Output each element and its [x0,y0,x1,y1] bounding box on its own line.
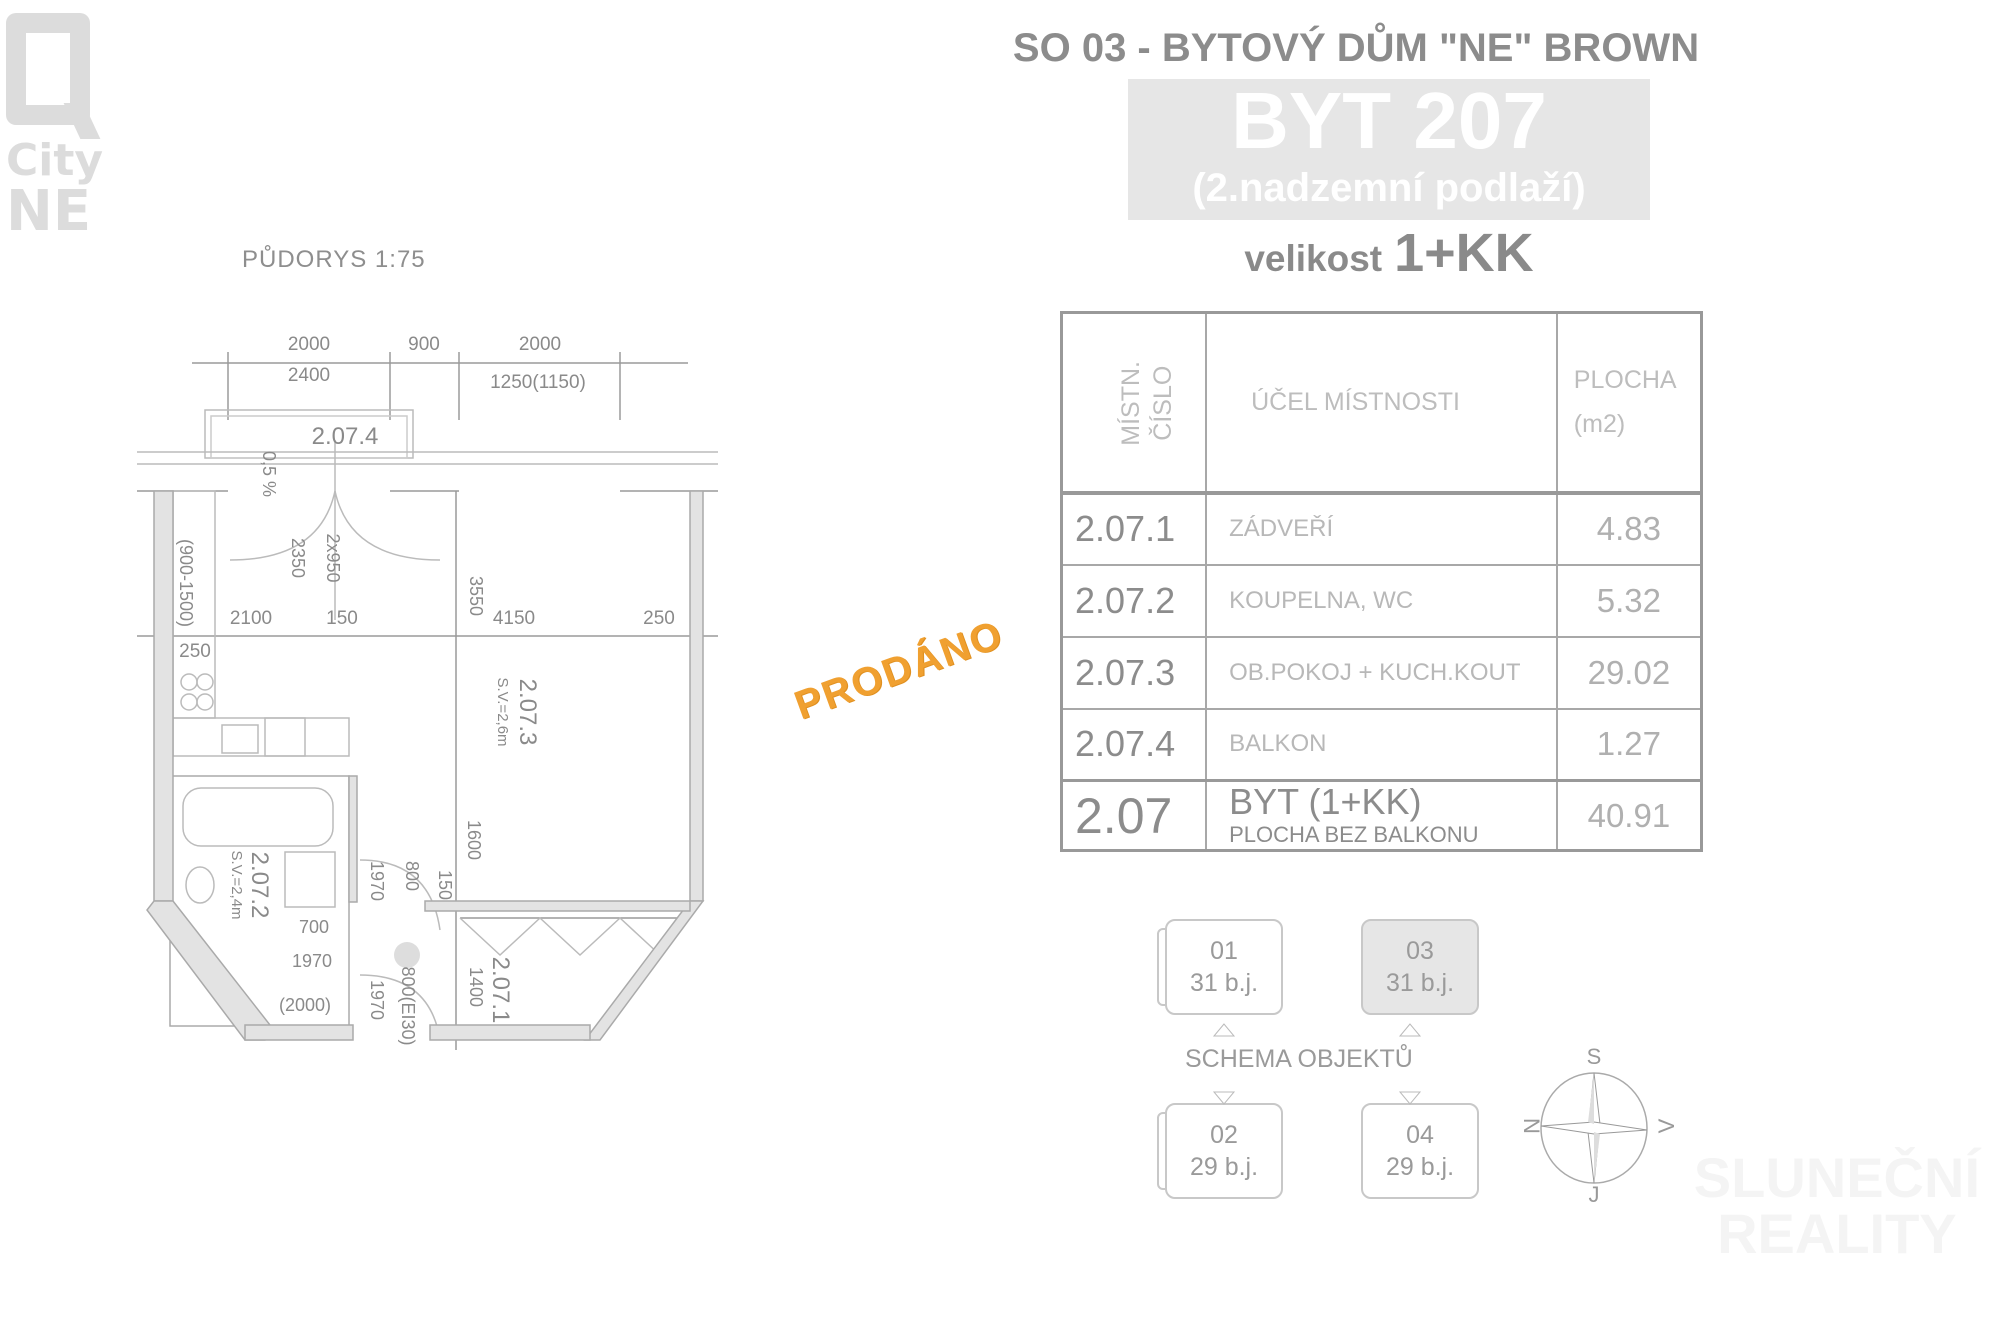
slope-label: 0,5 % [259,451,279,497]
entrance-markers [1212,1023,1422,1105]
room-label-2-07-1: 2.07.1 [487,957,514,1024]
schema-label: SCHEMA OBJEKTŮ [1185,1045,1413,1073]
unit-floor: (2.nadzemní podlaží) [1192,166,1586,210]
compass-south-label: J [1589,1182,1600,1207]
project-title: SO 03 - BYTOVÝ DŮM "NE" BROWN [1012,26,1700,70]
compass-north-label: S [1587,1044,1602,1069]
header-purpose: ÚČEL MÍSTNOSTI [1205,311,1558,494]
compass-west-label: N [1519,1118,1544,1134]
dim-label: 800(EI30) [398,966,418,1045]
city-ne-logo: City NE [6,13,104,244]
compass-icon: S J N V [1519,1044,1679,1207]
dim-label: 2350 [288,538,308,578]
table-total-row: 2.07 BYT (1+KK)PLOCHA BEZ BALKONU 40.91 [1060,779,1703,852]
dim-label: 2000 [519,334,561,355]
dim-label: 800 [402,861,422,891]
table-header: MÍSTN.ČÍSLO ÚČEL MÍSTNOSTI PLOCHA(m2) [1060,311,1703,494]
dim-label: 900 [408,334,440,355]
unit-header-box: BYT 207 (2.nadzemní podlaží) [1128,76,1650,220]
floor-plan: 2000 900 2000 2400 1250(1150) 2.07.4 210… [137,334,718,1050]
dim-label: 1970 [367,980,387,1020]
room-height-label: S.V.=2,6m [494,677,511,746]
unit-size: velikost 1+KK [1128,222,1650,284]
room-height-label: S.V.=2,4m [228,850,245,919]
header-number: MÍSTN.ČÍSLO [1117,361,1177,447]
room-label-2-07-3: 2.07.3 [514,679,541,746]
dim-label: 2400 [288,365,330,386]
size-value: 1+KK [1394,223,1534,283]
dim-label: 1970 [292,951,332,971]
dim-label: 250 [179,641,211,662]
plan-title: PŮDORYS 1:75 [242,246,426,273]
room-label-2-07-2: 2.07.2 [246,852,273,919]
header-area: PLOCHA(m2) [1555,311,1703,494]
dim-label: 2000 [288,334,330,355]
dim-label: (2000) [279,995,331,1015]
room-label-2-07-4: 2.07.4 [312,423,379,450]
logo-q-mark [6,13,90,125]
dim-label: 2x950 [323,533,343,582]
compass-east-label: V [1654,1118,1679,1133]
logo-city-text: City [6,135,104,186]
size-label: velikost [1244,238,1383,279]
dim-label: 150 [326,608,358,629]
dim-label: 4150 [493,608,535,629]
dim-label: 2100 [230,608,272,629]
dim-label: 150 [435,870,455,900]
dim-label: 1250(1150) [490,372,586,393]
dim-label: 700 [299,917,329,937]
unit-number: BYT 207 [1231,76,1547,165]
dim-label: 250 [643,608,675,629]
dim-label: 3550 [466,576,486,616]
dim-label: (900-1500) [176,539,196,627]
logo-ne-text: NE [6,179,92,244]
rooms-table: MÍSTN.ČÍSLO ÚČEL MÍSTNOSTI PLOCHA(m2) 2.… [1060,311,1703,852]
sold-stamp: PRODÁNO [788,611,1010,729]
dim-label: 1970 [367,861,387,901]
dim-label: 1600 [464,820,484,860]
dim-label: 1400 [466,967,486,1007]
